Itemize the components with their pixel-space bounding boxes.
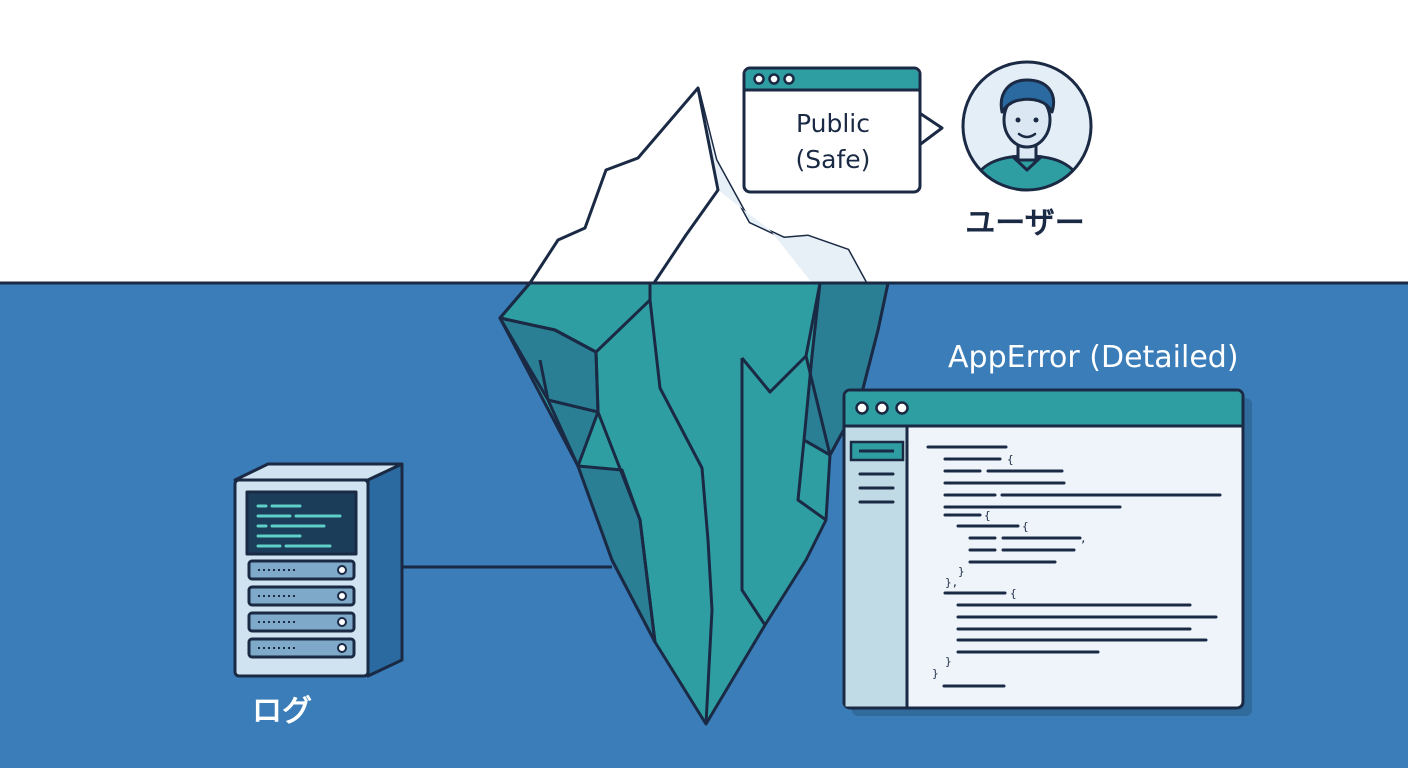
- code-symbol: }: [945, 655, 952, 668]
- apperror-label: AppError (Detailed): [948, 340, 1239, 375]
- code-window-sidebar: [845, 427, 907, 707]
- avatar-eye-left: [1015, 117, 1021, 123]
- server-drive-2: [247, 585, 356, 607]
- public-label-line-2: (Safe): [795, 145, 871, 174]
- server-drive-3: [247, 611, 356, 633]
- code-symbol: ,: [1080, 532, 1087, 545]
- iceberg-edge-5: [740, 358, 767, 626]
- code-symbols: { { { , } }, { } }: [932, 453, 1087, 680]
- public-window-dot-3: [783, 73, 795, 85]
- public-label: Public (Safe): [748, 106, 918, 178]
- user-avatar-icon: [961, 60, 1093, 192]
- public-window-dot-1: [753, 73, 765, 85]
- iceberg-edge-4: [596, 411, 657, 643]
- code-window-dot-1: [855, 401, 869, 415]
- code-symbol: }: [958, 565, 965, 578]
- avatar-eye-right: [1033, 117, 1039, 123]
- server-rack-icon: [233, 462, 404, 678]
- iceberg-edge-2: [648, 299, 714, 725]
- code-symbol: {: [1010, 587, 1017, 600]
- iceberg-tip-shade: [698, 88, 866, 283]
- server-side: [366, 462, 404, 678]
- server-drive-1: [247, 559, 356, 581]
- code-window-dot-3: [895, 401, 909, 415]
- code-window-icon: { { { , } }, { } }: [842, 388, 1252, 716]
- iceberg-edge-6: [740, 282, 822, 394]
- log-label: ログ: [252, 694, 312, 729]
- browser-window-icon: [742, 66, 944, 194]
- public-label-line-1: Public: [796, 109, 870, 138]
- user-label: ユーザー: [965, 206, 1085, 241]
- server-screen-lines: [256, 504, 342, 548]
- code-symbol: }: [932, 667, 939, 680]
- public-window-frame: [742, 66, 922, 194]
- avatar-border: [961, 60, 1093, 192]
- iceberg-edge-7: [796, 355, 832, 522]
- code-window-dot-2: [875, 401, 889, 415]
- server-screen: [245, 490, 358, 556]
- iceberg-icon: [498, 86, 890, 726]
- server-drive-4: [247, 637, 356, 659]
- code-window-titlebar: [845, 391, 1242, 426]
- code-symbol: {: [1022, 520, 1029, 533]
- avatar-hair: [999, 78, 1055, 114]
- code-symbol: {: [984, 509, 991, 522]
- iceberg-edge-3: [538, 351, 600, 414]
- sidebar-menu-lines: [858, 472, 895, 504]
- iceberg-tip-ridge: [652, 87, 720, 284]
- code-lines: [926, 445, 1222, 688]
- avatar-mouth: [1017, 132, 1037, 139]
- iceberg-edge-1: [498, 282, 652, 354]
- public-window-dot-2: [768, 73, 780, 85]
- code-symbol: {: [1007, 453, 1014, 466]
- code-symbol: },: [945, 576, 958, 589]
